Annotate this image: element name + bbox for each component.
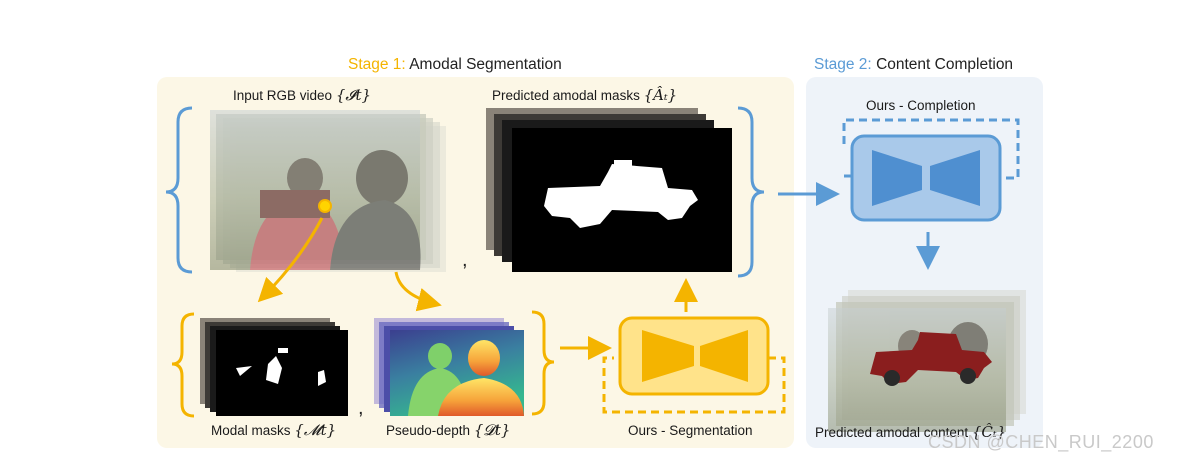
stage1-title: Stage 1: Amodal Segmentation: [348, 56, 562, 74]
modal-masks-label: Modal masks {𝓜t}: [211, 421, 336, 439]
predicted-masks-text: Predicted amodal masks: [492, 88, 640, 103]
right-blue-brace: [737, 106, 765, 278]
stage2-name: Content Completion: [876, 56, 1014, 73]
completed-truck: [870, 332, 992, 384]
predicted-masks-stack: [486, 108, 732, 272]
arrow-to-pseudo-depth: [394, 271, 442, 312]
comma-1: ,: [462, 249, 468, 271]
predicted-content-text: Predicted amodal content: [815, 425, 969, 440]
modal-masks-text: Modal masks: [211, 423, 291, 438]
truck-mask-silhouette: [544, 164, 698, 228]
watermark: CSDN @CHEN_RUI_2200: [928, 432, 1154, 452]
ours-completion-label: Ours - Completion: [866, 98, 976, 113]
input-video-label: Input RGB video {𝓘t}: [233, 86, 371, 104]
input-video-frame: [210, 110, 421, 270]
predicted-content-stack: [828, 290, 1026, 432]
modal-masks-stack: [200, 318, 348, 416]
ours-segmentation-label: Ours - Segmentation: [628, 423, 753, 438]
segmentation-network: [602, 316, 786, 414]
predicted-content-math: {Ĉₜ}: [971, 423, 1007, 441]
completion-network: [842, 118, 1020, 222]
left-blue-brace: [165, 106, 193, 274]
pseudo-depth-stack: [374, 318, 524, 416]
predicted-masks-label: Predicted amodal masks {Âₜ}: [492, 86, 677, 104]
pseudo-depth-text: Pseudo-depth: [386, 423, 471, 438]
stage1-prefix: Stage 1:: [348, 56, 406, 73]
stage2-prefix: Stage 2:: [814, 56, 872, 73]
stage1-name: Amodal Segmentation: [409, 56, 562, 73]
query-point: [318, 199, 332, 213]
comma-2: ,: [358, 397, 364, 419]
input-video-math: {𝓘t}: [335, 86, 372, 104]
modal-masks-math: {𝓜t}: [294, 421, 337, 439]
predicted-content-label: Predicted amodal content {Ĉₜ}: [815, 423, 1006, 441]
stage2-title: Stage 2: Content Completion: [814, 56, 1013, 74]
predicted-masks-math: {Âₜ}: [643, 86, 678, 104]
arrow-to-modal-masks: [257, 217, 324, 303]
left-yellow-brace: [171, 312, 195, 418]
pseudo-depth-label: Pseudo-depth {𝓓t}: [386, 421, 510, 439]
pseudo-depth-math: {𝓓t}: [473, 421, 511, 439]
right-yellow-brace: [531, 310, 555, 416]
input-video-text: Input RGB video: [233, 88, 333, 103]
